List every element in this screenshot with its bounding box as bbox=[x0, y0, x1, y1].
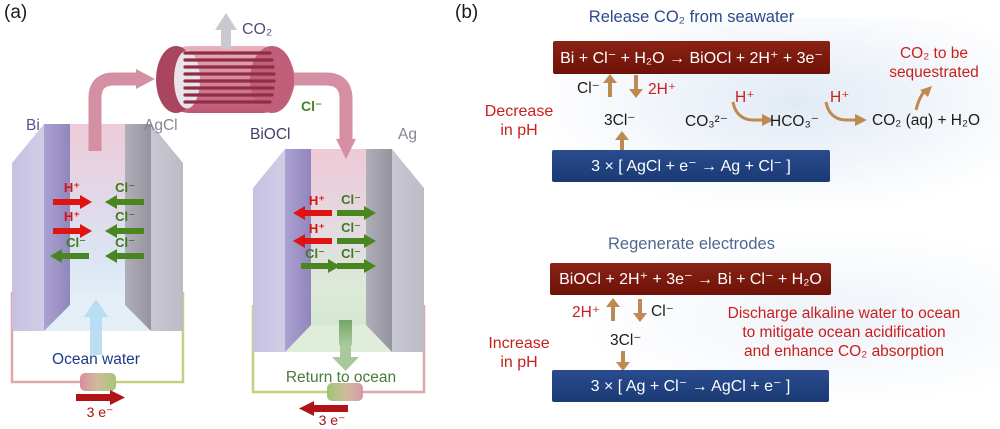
ion-label: Cl⁻ bbox=[341, 246, 361, 261]
panel-a-label: (a) bbox=[4, 2, 28, 23]
co2-outlet-arrow bbox=[215, 13, 237, 49]
h-plus-label: H⁺ bbox=[735, 89, 755, 106]
right-electrochemical-cell bbox=[253, 149, 424, 352]
decrease-ph-note: Decrease in pH bbox=[484, 103, 554, 139]
agcl-reduction-equation-box: 3 × [ AgCl + e⁻ → Ag + Cl⁻ ] bbox=[552, 150, 830, 182]
panel-b-label: (b) bbox=[455, 2, 479, 23]
contactor-pipe-to-right-cell bbox=[290, 72, 356, 159]
co2-gas-label: CO₂ bbox=[242, 21, 272, 38]
chloride-label: Cl⁻ bbox=[577, 80, 600, 97]
protonation-curved-arrow bbox=[824, 101, 867, 126]
chloride-down-arrow bbox=[633, 299, 647, 322]
regenerate-electrodes-title: Regenerate electrodes bbox=[608, 235, 775, 253]
ion-label: Cl⁻ bbox=[115, 209, 135, 224]
proton-release-label: 2H⁺ bbox=[648, 81, 676, 98]
carbonate-label: CO₃²⁻ bbox=[685, 113, 728, 130]
agcl-electrode-label: AgCl bbox=[144, 117, 178, 134]
ion-label: H⁺ bbox=[64, 180, 80, 195]
membrane-contactor bbox=[156, 46, 295, 113]
chloride3-label: 3Cl⁻ bbox=[604, 112, 636, 129]
ion-label: Cl⁻ bbox=[341, 192, 361, 207]
chloride-release-label: Cl⁻ bbox=[651, 303, 674, 320]
ag-electrode-label: Ag bbox=[398, 126, 417, 143]
left-electron-flow-arrow bbox=[76, 390, 125, 405]
left-cell-power-source bbox=[80, 373, 116, 391]
bi-oxidation-equation-box: Bi + Cl⁻ + H₂O → BiOCl + 2H⁺ + 3e⁻ bbox=[553, 41, 830, 74]
chloride3-up-arrow bbox=[615, 131, 629, 152]
electron-count-label: 3 e⁻ bbox=[87, 404, 114, 420]
anolyte-pipe-to-contactor bbox=[88, 69, 155, 151]
contactor-tubes bbox=[183, 51, 276, 104]
ion-label: Cl⁻ bbox=[305, 246, 325, 261]
ion-label: H⁺ bbox=[64, 209, 80, 224]
left-cell-ion-flux: H⁺ Cl⁻ H⁺ Cl⁻ Cl⁻ Cl⁻ bbox=[50, 180, 144, 263]
ion-label: Cl⁻ bbox=[66, 235, 86, 250]
chloride3-label: 3Cl⁻ bbox=[610, 332, 642, 349]
co2-products-label: CO₂ (aq) + H₂O bbox=[872, 112, 981, 129]
chloride-pipe-label: Cl⁻ bbox=[301, 98, 322, 114]
h-plus-label: H⁺ bbox=[830, 89, 850, 106]
proton-down-arrow bbox=[629, 75, 643, 98]
proton-consume-label: 2H⁺ bbox=[572, 304, 600, 321]
ion-label: H⁺ bbox=[309, 193, 325, 208]
protonation-curved-arrow bbox=[731, 101, 774, 126]
discharge-alkaline-note: Discharge alkaline water to ocean to mit… bbox=[727, 305, 961, 360]
return-to-ocean-arrow bbox=[332, 320, 359, 371]
ion-label: Cl⁻ bbox=[341, 220, 361, 235]
right-cell-ion-flux: H⁺ Cl⁻ H⁺ Cl⁻ Cl⁻ Cl⁻ bbox=[293, 192, 376, 273]
right-cell-power-source bbox=[327, 383, 363, 401]
right-electron-flow-arrow bbox=[299, 401, 348, 416]
biocl-reduction-equation-box: BiOCl + 2H⁺ + 3e⁻ → Bi + Cl⁻ + H₂O bbox=[550, 263, 831, 295]
sequestration-curved-arrow bbox=[914, 86, 932, 111]
release-co2-title: Release CO₂ from seawater bbox=[588, 8, 795, 26]
ion-label: Cl⁻ bbox=[115, 180, 135, 195]
ion-label: Cl⁻ bbox=[115, 235, 135, 250]
ion-label: H⁺ bbox=[309, 221, 325, 236]
proton-up-arrow bbox=[606, 298, 620, 321]
bi-electrode-label: Bi bbox=[26, 117, 40, 134]
left-electrochemical-cell bbox=[12, 124, 183, 331]
sequestration-note: CO₂ to be sequestrated bbox=[889, 45, 979, 81]
ocean-water-inflow-arrow bbox=[84, 299, 108, 355]
electron-count-label: 3 e⁻ bbox=[319, 412, 346, 428]
ag-oxidation-equation-box: 3 × [ Ag + Cl⁻ → AgCl + e⁻ ] bbox=[552, 370, 829, 402]
biocl-electrode-label: BiOCl bbox=[250, 126, 290, 143]
bicarbonate-label: HCO₃⁻ bbox=[770, 113, 819, 130]
ocean-water-label: Ocean water bbox=[52, 351, 140, 368]
increase-ph-note: Increase in pH bbox=[488, 335, 550, 371]
return-to-ocean-label: Return to ocean bbox=[286, 369, 396, 386]
panel-a-diagram: CO₂ Cl⁻ Bi AgCl BiOCl Ag H⁺ Cl⁻ H⁺ Cl⁻ C… bbox=[10, 13, 426, 428]
chloride3-down-arrow bbox=[616, 351, 630, 371]
chloride-up-arrow bbox=[603, 74, 617, 97]
